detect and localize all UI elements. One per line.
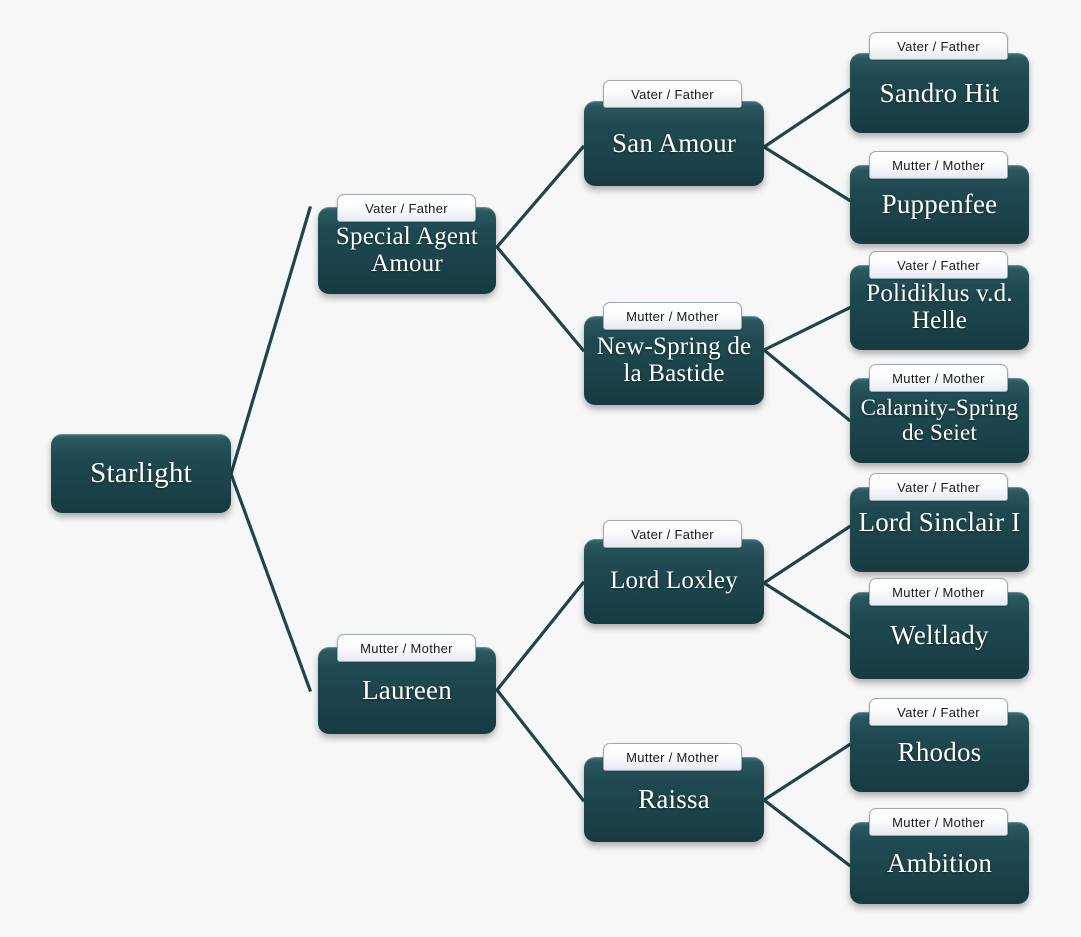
line-laureen-to-raissa <box>494 687 586 803</box>
tab-label-father: Vater / Father <box>897 704 980 720</box>
node-label-puppenfee: Puppenfee <box>881 189 998 220</box>
tab-lord-loxley[interactable]: Vater / Father <box>603 520 742 548</box>
line-lord-loxley-to-weltlady <box>761 580 852 640</box>
tab-label-father: Vater / Father <box>631 86 714 102</box>
tab-polidiklus-vd-helle[interactable]: Vater / Father <box>869 251 1008 279</box>
tab-label-mother: Mutter / Mother <box>626 749 719 765</box>
node-label-special-agent-amour: Special Agent Amour <box>335 223 479 277</box>
tab-label-mother: Mutter / Mother <box>892 157 985 173</box>
node-san-amour[interactable]: San Amour <box>584 101 764 186</box>
line-amour-to-new-spring <box>494 244 586 353</box>
tab-label-mother: Mutter / Mother <box>626 308 719 324</box>
line-root-to-special-agent-amour <box>229 206 312 476</box>
line-san-amour-to-sandro-hit <box>761 87 852 150</box>
node-sandro-hit[interactable]: Sandro Hit <box>850 53 1029 133</box>
tab-rhodos[interactable]: Vater / Father <box>869 698 1008 726</box>
node-label-new-spring-de-la-bastide: New-Spring de la Bastide <box>596 333 752 387</box>
node-lord-sinclair-i[interactable]: Lord Sinclair I <box>850 487 1029 572</box>
node-label-starlight: Starlight <box>90 457 192 490</box>
tab-label-father: Vater / Father <box>897 38 980 54</box>
tab-special-agent-amour[interactable]: Vater / Father <box>337 194 476 222</box>
tab-label-father: Vater / Father <box>365 200 448 216</box>
line-raissa-to-ambition <box>761 797 852 868</box>
tab-label-mother: Mutter / Mother <box>892 370 985 386</box>
tab-lord-sinclair-i[interactable]: Vater / Father <box>869 473 1008 501</box>
tab-san-amour[interactable]: Vater / Father <box>603 80 742 108</box>
node-polidiklus-vd-helle[interactable]: Polidiklus v.d. Helle <box>850 265 1029 350</box>
node-raissa[interactable]: Raissa <box>584 757 764 842</box>
node-label-polidiklus-vd-helle: Polidiklus v.d. Helle <box>866 280 1013 334</box>
tab-label-mother: Mutter / Mother <box>360 640 453 656</box>
node-label-rhodos: Rhodos <box>897 736 982 767</box>
node-calarnity-spring-de-seiet[interactable]: Calarnity-Spring de Seiet <box>850 378 1029 463</box>
node-starlight[interactable]: Starlight <box>51 434 231 513</box>
tab-raissa[interactable]: Mutter / Mother <box>603 743 742 771</box>
tab-new-spring-de-la-bastide[interactable]: Mutter / Mother <box>603 302 742 330</box>
tab-laureen[interactable]: Mutter / Mother <box>337 634 476 662</box>
node-label-weltlady: Weltlady <box>890 620 989 651</box>
line-root-to-laureen <box>228 471 313 693</box>
node-label-calarnity-spring-de-seiet: Calarnity-Spring de Seiet <box>860 395 1019 445</box>
tab-label-mother: Mutter / Mother <box>892 814 985 830</box>
line-amour-to-san-amour <box>494 144 586 250</box>
node-label-sandro-hit: Sandro Hit <box>879 77 1000 108</box>
node-label-raissa: Raissa <box>638 784 710 815</box>
node-lord-loxley[interactable]: Lord Loxley <box>584 539 764 624</box>
line-raissa-to-rhodos <box>761 742 852 803</box>
line-lord-loxley-to-lord-sinclair <box>761 524 852 586</box>
tab-label-mother: Mutter / Mother <box>892 584 985 600</box>
node-label-lord-sinclair-i: Lord Sinclair I <box>858 507 1021 538</box>
tab-calarnity-spring-de-seiet[interactable]: Mutter / Mother <box>869 364 1008 392</box>
line-new-spring-to-polidiklus <box>761 305 852 353</box>
line-san-amour-to-puppenfee <box>761 144 852 203</box>
tab-label-father: Vater / Father <box>897 479 980 495</box>
tab-label-father: Vater / Father <box>897 257 980 273</box>
node-label-san-amour: San Amour <box>611 128 737 159</box>
node-weltlady[interactable]: Weltlady <box>850 592 1029 679</box>
tab-puppenfee[interactable]: Mutter / Mother <box>869 151 1008 179</box>
tab-weltlady[interactable]: Mutter / Mother <box>869 578 1008 606</box>
tab-ambition[interactable]: Mutter / Mother <box>869 808 1008 836</box>
node-new-spring-de-la-bastide[interactable]: New-Spring de la Bastide <box>584 316 764 405</box>
tab-label-father: Vater / Father <box>631 526 714 542</box>
node-label-laureen: Laureen <box>362 675 452 706</box>
line-laureen-to-lord-loxley <box>494 580 586 693</box>
node-label-lord-loxley: Lord Loxley <box>610 567 738 595</box>
line-new-spring-to-calarnity <box>761 347 852 423</box>
tab-sandro-hit[interactable]: Vater / Father <box>869 32 1008 60</box>
node-label-ambition: Ambition <box>886 847 993 878</box>
